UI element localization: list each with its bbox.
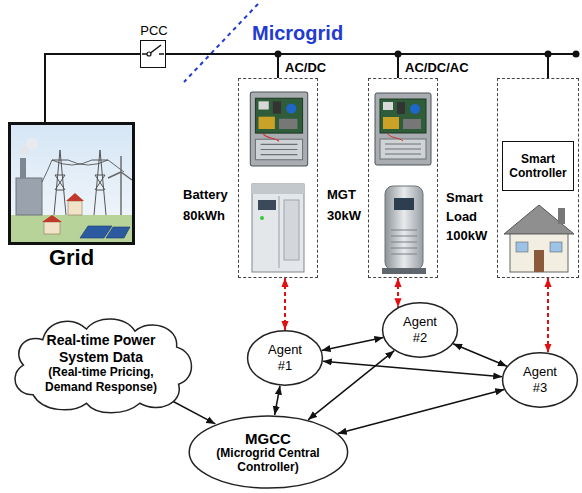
region-label: Microgrid <box>252 22 343 45</box>
grid-label: Grid <box>11 245 132 271</box>
control-link <box>284 278 286 330</box>
house-roof <box>66 193 84 201</box>
turbine-body <box>385 186 423 270</box>
battery-label: Battery 80kWh <box>183 185 235 227</box>
house-roof <box>504 205 574 234</box>
switch-lead <box>142 53 147 55</box>
pylon <box>52 150 68 215</box>
switch-lead <box>159 53 164 55</box>
microgrid-boundary <box>184 4 258 82</box>
house-roof <box>42 215 62 222</box>
agent-ellipse: Agent #3 <box>502 352 578 408</box>
power-plant <box>16 178 42 215</box>
house <box>68 201 82 215</box>
power-lines <box>42 160 124 182</box>
agent-ellipse: Agent #1 <box>247 330 323 386</box>
smart-load-label: Smart Load 100kW <box>446 189 494 246</box>
battery-cabinet <box>252 184 304 272</box>
cabinet-door-line <box>279 196 280 268</box>
ellipse-shape <box>247 330 323 386</box>
data-cloud: Real-time Power System Data(Real-time Pr… <box>4 310 198 416</box>
power-line <box>166 54 548 78</box>
controller-label: Smart Controller <box>508 152 568 181</box>
communication-link <box>453 344 507 366</box>
communication-link <box>322 338 384 351</box>
agent-label: Agent #3 <box>517 364 563 395</box>
sky <box>11 125 132 242</box>
converter-image <box>375 93 431 165</box>
house-window <box>550 242 562 252</box>
connectors <box>45 54 548 434</box>
controller-subtitle: (Microgrid Central Controller) <box>208 447 328 475</box>
cabinet-display <box>258 200 276 210</box>
communication-link <box>323 361 503 376</box>
switch-blade <box>151 45 162 53</box>
microturbine-label: MGT 30kW <box>327 185 365 227</box>
ellipse-outline <box>503 353 578 407</box>
ellipse-shape <box>382 302 458 358</box>
turbine-display <box>394 198 414 210</box>
converter-label: AC/DC <box>285 60 326 76</box>
cloud-outline <box>15 319 192 413</box>
cabinet-body <box>252 184 304 272</box>
battery-unit-box: AC/DCBattery 80kWh <box>238 78 318 278</box>
cabinet-panel <box>284 200 299 260</box>
control-link <box>397 278 399 307</box>
grid-illustration <box>11 125 132 242</box>
house <box>44 222 60 234</box>
controller-title: MGCC <box>245 430 291 447</box>
pylon <box>92 150 108 215</box>
power-line <box>166 54 278 78</box>
turbine-base <box>382 268 426 274</box>
smart-load-box: Smart Load 100kWSmart Controller <box>497 78 579 278</box>
chimney <box>20 158 26 178</box>
wind-turbine <box>108 156 132 215</box>
agent-ellipse: Agent #2 <box>382 302 458 358</box>
cloud-shape <box>4 310 198 416</box>
microturbine-unit-box: AC/DC/ACMGT 30kW <box>368 78 438 278</box>
communication-link <box>275 386 280 415</box>
agent-label: Agent #1 <box>262 342 308 373</box>
central-controller-ellipse: MGCC(Microgrid Central Controller) <box>188 415 349 489</box>
pcc-switch-box: PCC <box>140 40 166 68</box>
ellipse-shape <box>188 415 349 489</box>
smart-controller-box: Smart Controller <box>502 141 574 191</box>
solar-panel <box>106 227 130 238</box>
converter-label: AC/DC/AC <box>405 60 469 76</box>
power-line <box>45 54 140 122</box>
house-door <box>534 250 544 272</box>
power-line <box>166 54 398 78</box>
cabinet-top <box>252 184 304 194</box>
smoke <box>26 138 38 150</box>
house-illustration <box>504 205 574 272</box>
bus-junction <box>573 51 580 58</box>
microturbine <box>382 186 426 274</box>
pcc-label: PCC <box>131 23 177 39</box>
house-wall <box>510 234 568 272</box>
agent-label: Agent #2 <box>397 314 443 345</box>
ellipse-outline <box>189 416 347 488</box>
converter-image <box>250 92 307 166</box>
cloud-subtitle: (Real-time Pricing, Demand Response) <box>36 365 166 394</box>
status-led <box>260 216 264 220</box>
ellipse-shape <box>502 352 578 408</box>
ellipse-outline <box>383 303 458 357</box>
turbine-vents <box>391 230 417 254</box>
ground <box>11 215 132 242</box>
control-link <box>547 278 549 353</box>
communication-link <box>338 389 504 433</box>
communication-link <box>163 396 215 424</box>
pcc-switch-symbol <box>142 45 164 56</box>
communication-link <box>308 351 394 420</box>
cloud-title: Real-time Power System Data <box>36 332 166 366</box>
house-chimney <box>558 208 565 224</box>
grid-box: Grid <box>8 122 135 245</box>
house-window <box>516 242 528 252</box>
ellipse-outline <box>248 331 323 385</box>
